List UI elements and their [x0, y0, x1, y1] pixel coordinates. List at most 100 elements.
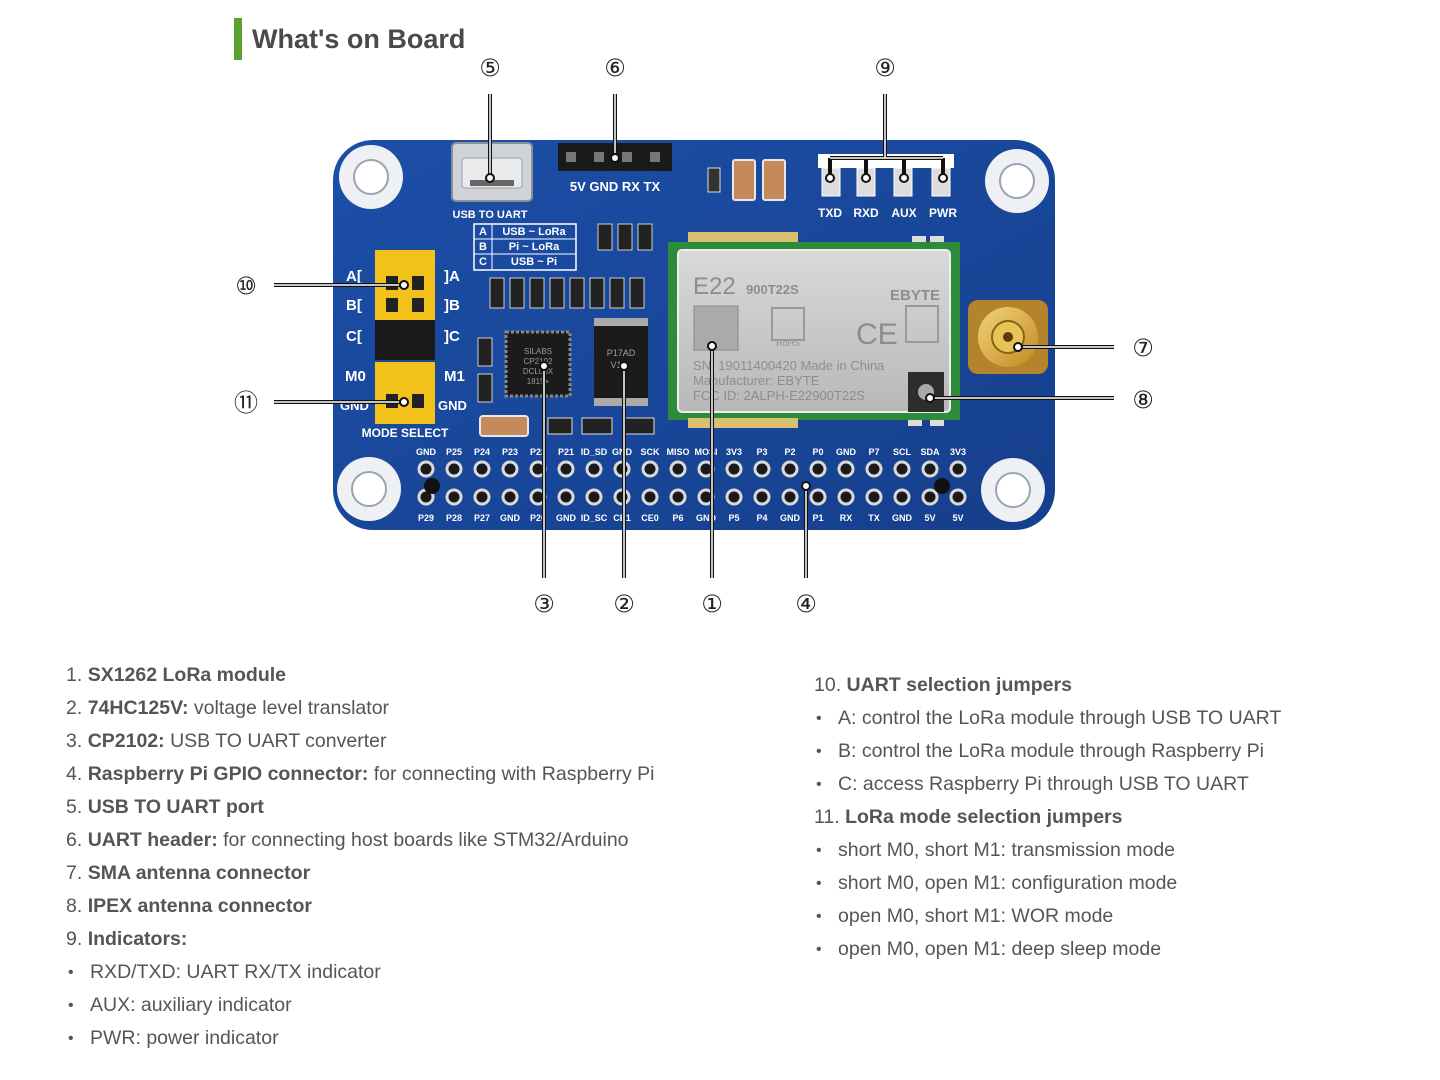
gpio-label-top: SCL	[893, 447, 912, 457]
gpio-pin	[753, 488, 771, 506]
gpio-label-bottom: GND	[780, 513, 801, 523]
mode-select-label: MODE SELECT	[362, 426, 449, 440]
mounting-holes	[337, 145, 1049, 522]
gpio-pin	[949, 460, 967, 478]
component-list-left: 1. SX1262 LoRa module 2. 74HC125V: volta…	[66, 659, 654, 1055]
lora-mode-list: short M0, short M1: transmission mode sh…	[814, 834, 1281, 966]
gpio-pin	[865, 460, 883, 478]
gpio-pin	[445, 488, 463, 506]
gpio-pin	[781, 460, 799, 478]
module-fcc: FCC ID: 2ALPH-E22900T22S	[693, 388, 865, 403]
mode-table: A USB ~ LoRa B Pi ~ LoRa C USB ~ Pi	[473, 223, 577, 271]
gpio-label-bottom: P1	[812, 513, 823, 523]
callout-3: ③	[533, 590, 555, 618]
gpio-label-top: P24	[474, 447, 490, 457]
callout-11: ⑪	[234, 389, 258, 417]
lora-mode-item: open M0, open M1: deep sleep mode	[814, 933, 1281, 966]
lora-module: E22 900T22S EBYTE CE RoHS SN: 1901140042…	[668, 242, 960, 420]
gpio-label-bottom: P6	[672, 513, 683, 523]
gpio-label-bottom: RX	[840, 513, 853, 523]
chip1-line3: DCL00X	[523, 367, 554, 376]
gpio-pin	[865, 488, 883, 506]
usb-label: USB TO UART	[453, 209, 528, 221]
callout-10: ⑩	[235, 272, 257, 300]
component-list-right: 10. UART selection jumpers A: control th…	[814, 669, 1281, 966]
list-item-6: 6. UART header: for connecting host boar…	[66, 829, 629, 851]
gpio-label-bottom: P28	[446, 513, 462, 523]
mode-key-c: C	[479, 256, 487, 268]
gpio-pin	[921, 488, 939, 506]
gpio-label-top: P25	[446, 447, 462, 457]
uart-jumper-item: A: control the LoRa module through USB T…	[814, 702, 1281, 735]
gpio-pin	[669, 460, 687, 478]
led-label-aux: AUX	[891, 206, 916, 220]
gpio-pin	[725, 460, 743, 478]
jumper-label-b-left: B[	[346, 297, 362, 314]
gpio-pin	[641, 488, 659, 506]
gpio-pin	[837, 460, 855, 478]
qr-code	[693, 305, 739, 351]
m1-label: M1	[444, 368, 465, 385]
mode-key-b: B	[479, 241, 487, 253]
list-item-9: 9. Indicators:	[66, 928, 188, 950]
callout-8: ⑧	[1132, 386, 1154, 414]
chip1-line1: SILABS	[524, 347, 552, 356]
callout-5: ⑤	[479, 54, 501, 82]
gpio-pin	[445, 460, 463, 478]
list-item-5: 5. USB TO UART port	[66, 796, 264, 818]
gpio-label-bottom: GND	[500, 513, 521, 523]
board-diagram: USB TO UART 5V GND RX TX A USB ~ LoRa B …	[234, 54, 1154, 618]
header-mount-pin	[934, 478, 950, 494]
gpio-label-bottom: P27	[474, 513, 490, 523]
led-label-pwr: PWR	[929, 206, 957, 220]
gnd-right-label: GND	[438, 398, 467, 413]
gpio-pin	[893, 460, 911, 478]
uart-jumper-item: C: access Raspberry Pi through USB TO UA…	[814, 768, 1281, 801]
uart-selection-jumpers	[375, 250, 435, 360]
gpio-pin	[501, 488, 519, 506]
jumper-label-c-right: ]C	[444, 328, 460, 345]
sma-connector	[968, 300, 1048, 374]
list-item-8: 8. IPEX antenna connector	[66, 895, 312, 917]
lora-mode-jumpers	[375, 362, 435, 424]
gpio-label-bottom: P4	[756, 513, 767, 523]
gpio-label-bottom: 5V	[924, 513, 935, 523]
uart-jumper-list: A: control the LoRa module through USB T…	[814, 702, 1281, 801]
gpio-pin	[949, 488, 967, 506]
chip2-line2: V1	[610, 360, 621, 370]
module-brand: EBYTE	[890, 287, 940, 304]
callout-4: ④	[795, 590, 817, 618]
list-item-10: 10. UART selection jumpers	[814, 674, 1072, 696]
gpio-label-bottom: GND	[892, 513, 913, 523]
gpio-label-bottom: P29	[418, 513, 434, 523]
list-item-1: 1. SX1262 LoRa module	[66, 664, 287, 686]
uart-header-label: 5V GND RX TX	[570, 179, 661, 194]
gpio-label-top: P22	[530, 447, 546, 457]
gpio-label-top: GND	[416, 447, 437, 457]
m0-label: M0	[345, 368, 366, 385]
indicator-list: RXD/TXD: UART RX/TX indicator AUX: auxil…	[66, 956, 654, 1055]
chip1-line4: 1815+	[527, 377, 550, 386]
section-header: What's on Board	[234, 18, 465, 60]
callout-1: ①	[701, 590, 723, 618]
jumper-label-c-left: C[	[346, 328, 362, 345]
list-item-3: 3. CP2102: USB TO UART converter	[66, 730, 387, 752]
gpio-pin	[641, 460, 659, 478]
mode-val-b: Pi ~ LoRa	[509, 241, 560, 253]
indicator-item: AUX: auxiliary indicator	[66, 989, 654, 1022]
lora-mode-item: open M0, short M1: WOR mode	[814, 900, 1281, 933]
gpio-pin	[473, 460, 491, 478]
gpio-pin	[585, 488, 603, 506]
gpio-pin	[585, 460, 603, 478]
gpio-label-bottom: TX	[868, 513, 880, 523]
gpio-pin	[921, 460, 939, 478]
module-pins	[688, 232, 798, 428]
gpio-label-bottom: GND	[556, 513, 577, 523]
gpio-pin	[669, 488, 687, 506]
callout-9: ⑨	[874, 54, 896, 82]
module-rohs: RoHS	[776, 338, 800, 348]
module-ce: CE	[856, 318, 898, 351]
gpio-pin	[473, 488, 491, 506]
gpio-pin	[809, 488, 827, 506]
module-manufacturer: Manufacturer: EBYTE	[693, 373, 820, 388]
